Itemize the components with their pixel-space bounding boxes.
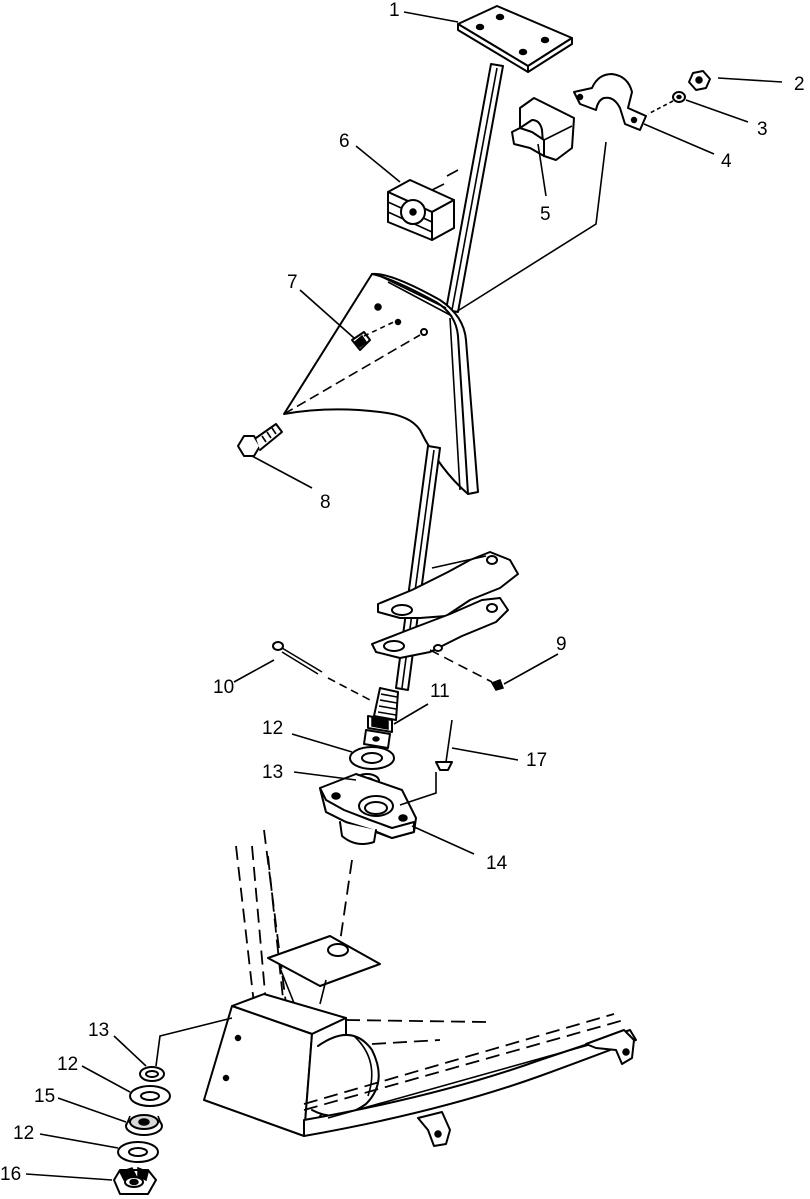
universal-joint [363, 687, 399, 749]
callout-6: 6 [339, 131, 350, 152]
screw-small [490, 679, 504, 691]
rivet-screw [399, 719, 453, 806]
o-ring-lower [139, 1066, 165, 1082]
callout-12-lower-1: 12 [57, 1054, 78, 1075]
callout-14: 14 [486, 853, 508, 874]
callout-11: 11 [430, 681, 450, 702]
callout-5: 5 [540, 204, 551, 225]
callout-13-upper: 13 [262, 762, 283, 783]
flat-washer-lower-1 [129, 1085, 171, 1107]
shaft-bracket [371, 551, 519, 659]
cotter-pin [272, 641, 371, 701]
callout-17: 17 [526, 750, 547, 771]
callout-10: 10 [213, 677, 234, 698]
frame-box [203, 993, 380, 1137]
callout-9: 9 [556, 634, 567, 655]
callout-1: 1 [389, 0, 400, 21]
callout-2: 2 [794, 74, 805, 95]
lock-washer [672, 91, 686, 103]
castle-nut [113, 1166, 157, 1195]
top-mounting-plate [457, 5, 573, 73]
steering-shaft-upper [445, 63, 504, 313]
rubber-bushing [387, 169, 459, 241]
frame-rails [303, 1013, 637, 1147]
callout-4: 4 [721, 151, 732, 172]
callout-15: 15 [34, 1086, 55, 1107]
callout-12-upper: 12 [262, 718, 283, 739]
bearing-block [319, 773, 417, 845]
hood-bolt [351, 319, 399, 351]
flat-washer-upper [349, 746, 395, 770]
callout-16: 16 [0, 1164, 21, 1185]
callout-8: 8 [320, 492, 331, 513]
hood-panel [283, 272, 479, 495]
bushing-block [511, 97, 575, 161]
callout-3: 3 [757, 119, 768, 140]
frame-mount-plate [267, 935, 381, 1009]
u-clamp [573, 73, 647, 131]
hex-bolt [237, 423, 283, 457]
bearing-lower [125, 1114, 163, 1136]
flat-washer-lower-2 [117, 1141, 159, 1163]
callout-12-lower-2: 12 [13, 1123, 34, 1144]
callout-13-lower: 13 [88, 1020, 109, 1041]
nut [688, 70, 711, 91]
callout-leaders [25, 11, 783, 1181]
callout-7: 7 [287, 272, 298, 293]
frame-phantom-lines [235, 829, 353, 1009]
